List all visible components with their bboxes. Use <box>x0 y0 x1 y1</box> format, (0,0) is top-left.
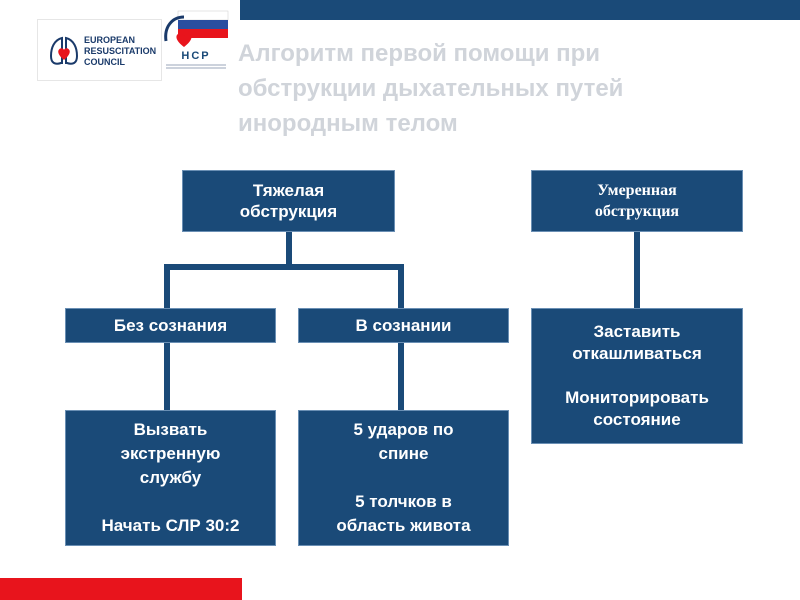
top-accent-bar <box>240 0 800 20</box>
nsr-logo-text: НСР <box>181 50 210 62</box>
moderate-action-box: Заставить откашливаться Мониторировать с… <box>531 308 743 444</box>
unconscious-action-box: Вызвать экстренную службу Начать СЛР 30:… <box>65 410 276 546</box>
erc-logo: EUROPEAN RESUSCITATION COUNCIL <box>37 19 162 81</box>
bottom-accent-bar <box>0 578 242 600</box>
lungs-heart-icon <box>49 36 79 65</box>
connector-moderate-stem <box>634 231 640 310</box>
moderate-obstruction-box: Умеренная обструкция <box>531 170 743 232</box>
connector-conscious-action <box>398 342 404 412</box>
conscious-action-box: 5 ударов по спине 5 толчков в область жи… <box>298 410 509 546</box>
connector-to-unconscious <box>164 264 170 310</box>
unconscious-box: Без сознания <box>65 308 276 343</box>
connector-unconscious-action <box>164 342 170 412</box>
severe-obstruction-box: Тяжелая обструкция <box>182 170 395 232</box>
connector-severe-stem <box>286 231 292 269</box>
page-title: Алгоритм первой помощи при обструкции ды… <box>238 40 624 137</box>
connector-horizontal-bar <box>164 264 404 270</box>
nsr-logo: НСР <box>164 10 229 69</box>
connector-to-conscious <box>398 264 404 310</box>
erc-logo-text: EUROPEAN RESUSCITATION COUNCIL <box>84 35 157 67</box>
conscious-box: В сознании <box>298 308 509 343</box>
